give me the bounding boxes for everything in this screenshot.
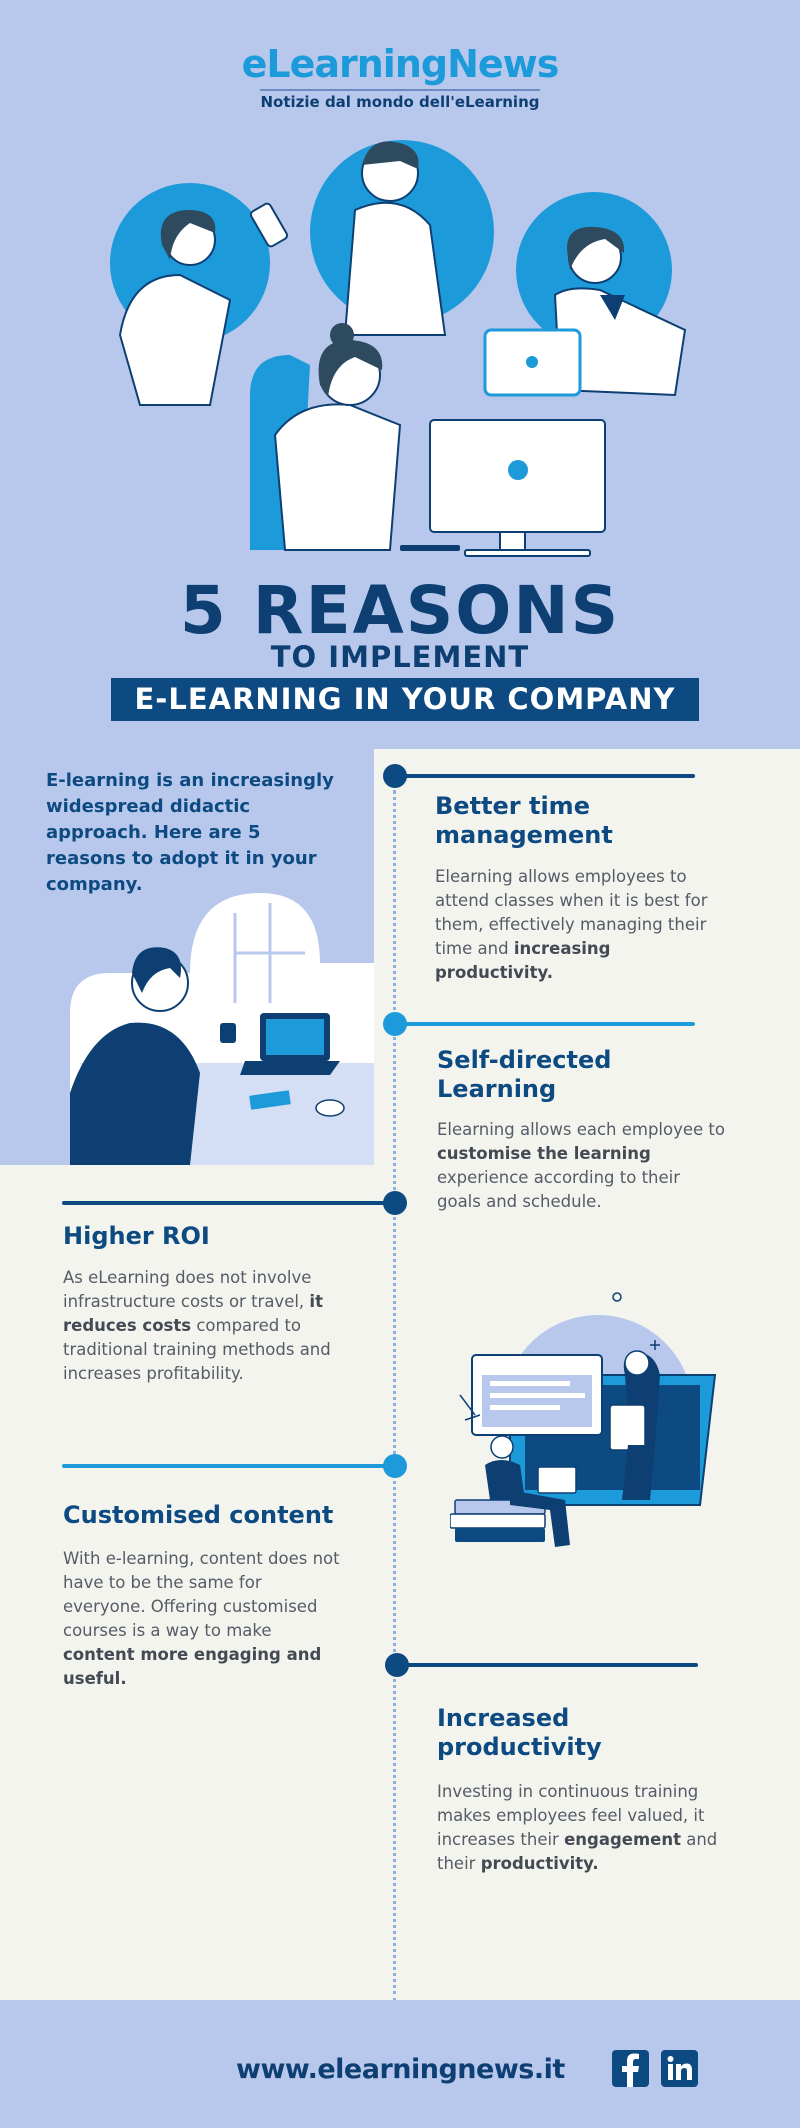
reason-title-3: Higher ROI (63, 1222, 210, 1250)
timeline-line-5 (397, 1663, 698, 1667)
intro-text: E-learning is an increasingly widespread… (46, 770, 334, 895)
reason-text-3: As eLearning does not involve infrastruc… (63, 1268, 331, 1383)
logo-text-news: News (447, 42, 559, 86)
main-title: 5 REASONS (179, 572, 621, 649)
timeline-dot-3 (383, 1191, 407, 1215)
logo-tagline: Notizie dal mondo dell'eLearning (260, 93, 540, 111)
reason-text-1: Elearning allows employees to attend cla… (435, 867, 708, 982)
timeline-line-3 (62, 1201, 392, 1205)
team-illustration (110, 140, 687, 557)
desk-worker-illustration (70, 893, 374, 1165)
website-link[interactable]: www.elearningnews.it (236, 2054, 565, 2085)
timeline-dot-4 (383, 1454, 407, 1478)
title-banner: E-LEARNING IN YOUR COMPANY (111, 678, 699, 721)
reason-title-1: Better time management (435, 792, 613, 849)
timeline-line-2 (395, 1022, 695, 1026)
linkedin-icon[interactable] (661, 2050, 698, 2087)
reason-text-4: With e-learning, content does not have t… (63, 1549, 340, 1688)
subtitle: TO IMPLEMENT (270, 640, 530, 674)
timeline-dotted-line (393, 790, 396, 2002)
logo-underline (260, 89, 540, 91)
logo-text-elearning: eLearning (241, 42, 448, 86)
teaching-illustration (450, 1292, 717, 1547)
timeline-line-4 (62, 1464, 392, 1468)
reason-text-2: Elearning allows each employee to custom… (437, 1120, 725, 1211)
site-logo[interactable]: eLearningNews Notizie dal mondo dell'eLe… (0, 42, 800, 111)
facebook-icon[interactable] (612, 2050, 649, 2087)
reason-text-5: Investing in continuous training makes e… (437, 1782, 718, 1873)
timeline-line-1 (395, 774, 695, 778)
reason-title-4: Customised content (63, 1501, 334, 1529)
reason-title-5: Increased productivity (437, 1704, 602, 1761)
reason-title-2: Self-directed Learning (437, 1046, 612, 1103)
